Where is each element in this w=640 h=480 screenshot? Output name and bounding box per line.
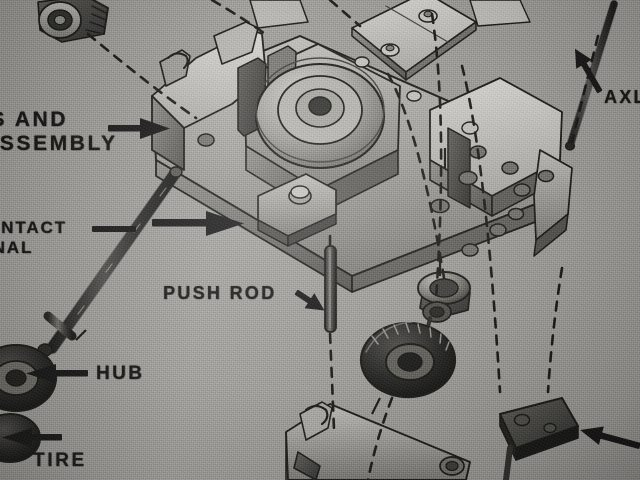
callout-label-chassis-assembly: IS AND ASSEMBLY [0, 108, 118, 156]
callout-push-rod-arrow [294, 289, 325, 311]
callout-label-contact-terminal: ONTACT INAL [0, 218, 67, 257]
part-tire [359, 321, 457, 399]
assembly-guide-lines [86, 0, 600, 480]
callout-label-hub: HUB [96, 363, 145, 384]
part-bushing [37, 0, 109, 43]
part-hub [417, 271, 471, 338]
part-drive-disc [254, 57, 386, 170]
callout-label-push-rod: PUSH ROD [163, 283, 277, 303]
part-lower-chassis [285, 401, 471, 480]
callout-arrows [2, 48, 640, 449]
callout-axle-arrow [575, 48, 603, 94]
part-small-hub [0, 343, 58, 463]
callout-block-arrow [580, 426, 640, 449]
guide-top-left [210, 0, 270, 38]
callout-contact-arrow [92, 211, 244, 236]
guide-pushrod-bottom [328, 332, 336, 432]
callout-chassis-arrow [108, 118, 170, 139]
callout-label-axle: AXL [604, 87, 640, 107]
part-main-chassis [151, 21, 573, 293]
guide-top-center [328, 0, 362, 28]
guide-right [546, 266, 564, 394]
part-rod-stub [43, 311, 77, 341]
part-contact-block [499, 397, 579, 480]
guide-bracket [430, 12, 443, 302]
leader-ticks [75, 148, 447, 415]
callout-hub-arrow [26, 364, 88, 383]
guide-bushing [86, 32, 198, 120]
guide-tire [366, 396, 394, 480]
callout-tire-arrow [2, 428, 62, 447]
part-top-cropped-2 [469, 0, 531, 27]
part-push-rod [324, 245, 337, 333]
part-top-cropped [249, 0, 309, 29]
callout-label-tire: TIRE [33, 450, 87, 471]
guide-axle [570, 34, 600, 144]
